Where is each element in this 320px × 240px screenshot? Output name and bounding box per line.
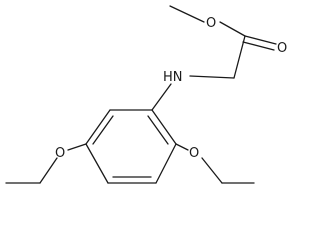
bond-ring-o-left [67,143,87,151]
ring-inner-bond-1 [147,115,169,145]
bond-o-carbonyl [219,21,246,37]
bond-carbonyl-ch2 [233,35,246,79]
ring-inner-bond-3 [92,115,114,145]
bond-carbonyl-double-2 [242,41,275,51]
bond-carbonyl-double-1 [244,35,277,45]
bond-o-ethyl-left [39,157,58,184]
bond-ch2-nh [189,75,235,79]
bond-o-ethyl-right [201,157,223,184]
carbonyl-oxygen-label: O [277,41,287,56]
ether-oxygen-left-label: O [55,146,65,161]
bond-nh-ring [151,83,172,111]
ester-oxygen-label: O [206,16,216,31]
bond-methyl-o [169,5,205,23]
ring-bond-5 [85,109,111,145]
ring-bond-2 [155,143,177,184]
ether-oxygen-right-label: O [189,146,199,161]
ring-bond-4 [85,143,109,184]
amine-label: HN [163,70,183,85]
bond-ring-o-right [175,143,189,151]
chemical-structure-diagram: O O HN O O [5,5,287,184]
ring-bond-1 [151,109,177,145]
